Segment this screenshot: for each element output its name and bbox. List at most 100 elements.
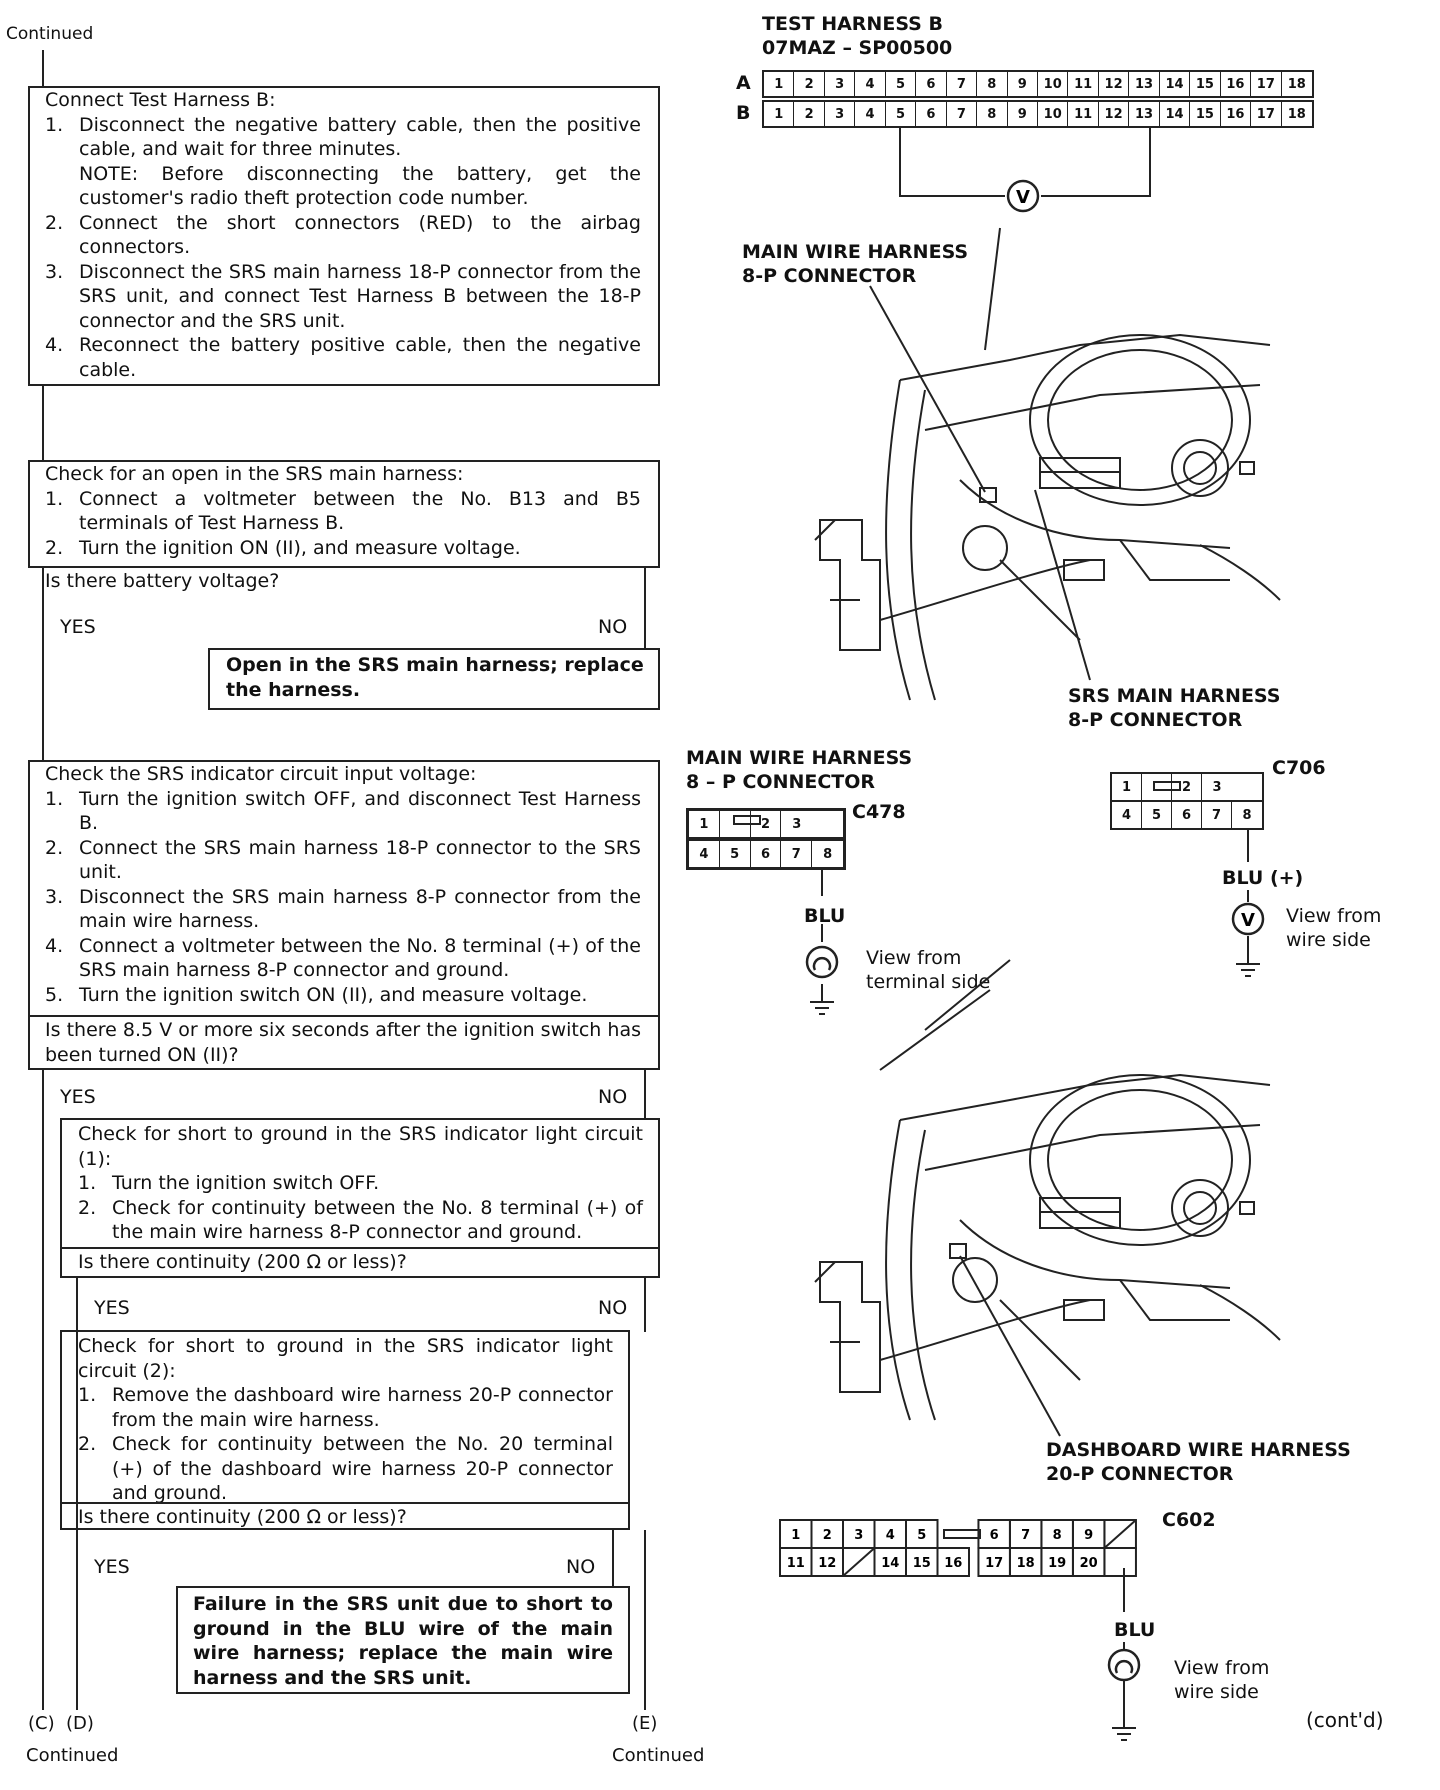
c602-terminal: 18 bbox=[1017, 1556, 1035, 1571]
c602-terminal: 2 bbox=[823, 1528, 832, 1543]
c602-terminal: 3 bbox=[854, 1528, 863, 1543]
flow-line bbox=[612, 1530, 614, 1588]
harness-b-terminal: 17 bbox=[1251, 102, 1282, 126]
continued-top-label: Continued bbox=[6, 24, 94, 44]
c478-terminal: 2 bbox=[751, 811, 782, 837]
harness-b-terminal: 14 bbox=[1160, 102, 1191, 126]
flow-line bbox=[644, 1070, 646, 1120]
step3-title: Check the SRS indicator circuit input vo… bbox=[45, 763, 477, 785]
c706-terminal: 8 bbox=[1242, 807, 1252, 823]
question-divider bbox=[28, 566, 660, 568]
harness-a-terminal: 1 bbox=[764, 72, 795, 96]
dashboard-illustration-bottom bbox=[814, 959, 1281, 1421]
harness-b-terminal: 18 bbox=[1287, 106, 1306, 122]
continued-bottom-right: Continued bbox=[612, 1745, 705, 1766]
c478-terminal: 3 bbox=[792, 816, 802, 832]
c602-view: View from bbox=[1174, 1657, 1270, 1679]
harness-b-terminal: 11 bbox=[1068, 102, 1099, 126]
srs-main-harness-label: SRS MAIN HARNESS bbox=[1068, 685, 1281, 707]
c478-label-2: 8 – P CONNECTOR bbox=[686, 771, 876, 793]
harness-a-terminal: 17 bbox=[1251, 72, 1282, 96]
flow-line bbox=[644, 1278, 646, 1332]
c602-terminal: 12 bbox=[818, 1556, 836, 1571]
harness-a-terminal: 14 bbox=[1160, 72, 1191, 96]
harness-a-terminal: 3 bbox=[825, 72, 856, 96]
c602-cell bbox=[810, 1547, 844, 1577]
step2-question: Is there battery voltage? bbox=[45, 570, 280, 592]
harness-a-terminal: 15 bbox=[1190, 72, 1221, 96]
c478-terminal: 4 bbox=[689, 841, 720, 867]
harness-b-terminal: 10 bbox=[1038, 102, 1069, 126]
c478-terminal: 7 bbox=[781, 841, 813, 867]
harness-b-terminal: 15 bbox=[1190, 102, 1221, 126]
harness-b-terminal: 3 bbox=[825, 102, 856, 126]
step4-question: Is there continuity (200 Ω or less)? bbox=[78, 1251, 407, 1273]
step5-box bbox=[60, 1330, 630, 1530]
c478-code: C478 bbox=[852, 801, 906, 823]
c706-details bbox=[1153, 781, 1260, 977]
step2-box bbox=[28, 460, 660, 568]
flow-line bbox=[42, 386, 44, 462]
c478-terminal: 6 bbox=[751, 841, 782, 867]
harness-b-terminal: 6 bbox=[916, 102, 947, 126]
c706-terminal: 7 bbox=[1202, 802, 1232, 828]
question-divider bbox=[28, 1015, 660, 1017]
harness-a-terminal: 2 bbox=[794, 72, 825, 96]
c602-cell bbox=[936, 1547, 970, 1577]
question-divider bbox=[60, 1247, 660, 1249]
step5-item: 1.Remove the dashboard wire harness 20-P… bbox=[78, 1384, 613, 1431]
c602-terminal: 15 bbox=[913, 1556, 931, 1571]
harness-b-terminal: 5 bbox=[886, 102, 917, 126]
c602-wire: BLU bbox=[1114, 1619, 1156, 1641]
harness-a-terminal: 5 bbox=[886, 72, 917, 96]
harness-a-terminal: 11 bbox=[1068, 72, 1099, 96]
step3-item: 2.Connect the SRS main harness 18-P conn… bbox=[45, 836, 641, 884]
c478-details bbox=[733, 815, 834, 1015]
step2-title: Check for an open in the SRS main harnes… bbox=[45, 463, 464, 485]
flow-line bbox=[42, 50, 44, 88]
step3-item: 1.Turn the ignition switch OFF, and disc… bbox=[45, 787, 641, 835]
step4-box bbox=[60, 1118, 660, 1278]
harness-b-terminal: 16 bbox=[1221, 102, 1252, 126]
harness-b-terminal: 13 bbox=[1129, 102, 1160, 126]
harness-b-terminal: 2 bbox=[794, 102, 825, 126]
exit-d: (D) bbox=[66, 1713, 94, 1734]
flow-line bbox=[42, 568, 44, 762]
step5-text: Check for short to ground in the SRS ind… bbox=[78, 1334, 613, 1506]
c478-wire: BLU bbox=[804, 905, 846, 927]
c706-terminal: 2 bbox=[1172, 774, 1202, 800]
step4-text: Check for short to ground in the SRS ind… bbox=[78, 1122, 643, 1245]
c706-code: C706 bbox=[1272, 757, 1326, 779]
voltmeter-icon: V bbox=[1006, 179, 1040, 213]
harness-a-terminal: 9 bbox=[1008, 72, 1038, 96]
c602-terminal: 5 bbox=[917, 1528, 926, 1543]
step1-item: 3.Disconnect the SRS main harness 18-P c… bbox=[45, 260, 641, 332]
c602-terminal: 1 bbox=[791, 1528, 800, 1543]
c706-terminal: 1 bbox=[1112, 774, 1142, 800]
c478-view: View from bbox=[866, 947, 962, 969]
dashboard-connector-label: 20-P CONNECTOR bbox=[1046, 1463, 1234, 1485]
harness-b-terminal: 7 bbox=[947, 102, 978, 126]
main-wire-harness-label: MAIN WIRE HARNESS bbox=[742, 241, 969, 263]
harness-a-terminal: 4 bbox=[855, 72, 886, 96]
srs-main-connector-label: 8-P CONNECTOR bbox=[1068, 709, 1243, 731]
step4-item: 1.Turn the ignition switch OFF. bbox=[78, 1172, 380, 1194]
step1-item: 4.Reconnect the battery positive cable, … bbox=[45, 334, 641, 381]
harness-a-terminal: 6 bbox=[916, 72, 947, 96]
c478-terminal: 1 bbox=[689, 811, 720, 837]
c478-label-1: MAIN WIRE HARNESS bbox=[686, 747, 913, 769]
leader-lines-bottom bbox=[959, 1255, 1061, 1437]
harness-b-terminal: 4 bbox=[855, 102, 886, 126]
harness-b-terminal: 1 bbox=[764, 102, 795, 126]
c706-terminal bbox=[1142, 774, 1172, 800]
step1-item: 1.Disconnect the negative battery cable,… bbox=[45, 113, 641, 161]
c602-terminal: 16 bbox=[944, 1556, 962, 1571]
flow-line bbox=[644, 1530, 646, 1710]
c602-terminal: 14 bbox=[881, 1556, 899, 1571]
step5-item: 2.Check for continuity between the No. 2… bbox=[78, 1433, 613, 1504]
c706-terminal: 4 bbox=[1112, 802, 1142, 828]
step1-note: NOTE: Before disconnecting the battery, … bbox=[79, 162, 641, 210]
c602-terminal: 8 bbox=[1053, 1528, 1062, 1543]
